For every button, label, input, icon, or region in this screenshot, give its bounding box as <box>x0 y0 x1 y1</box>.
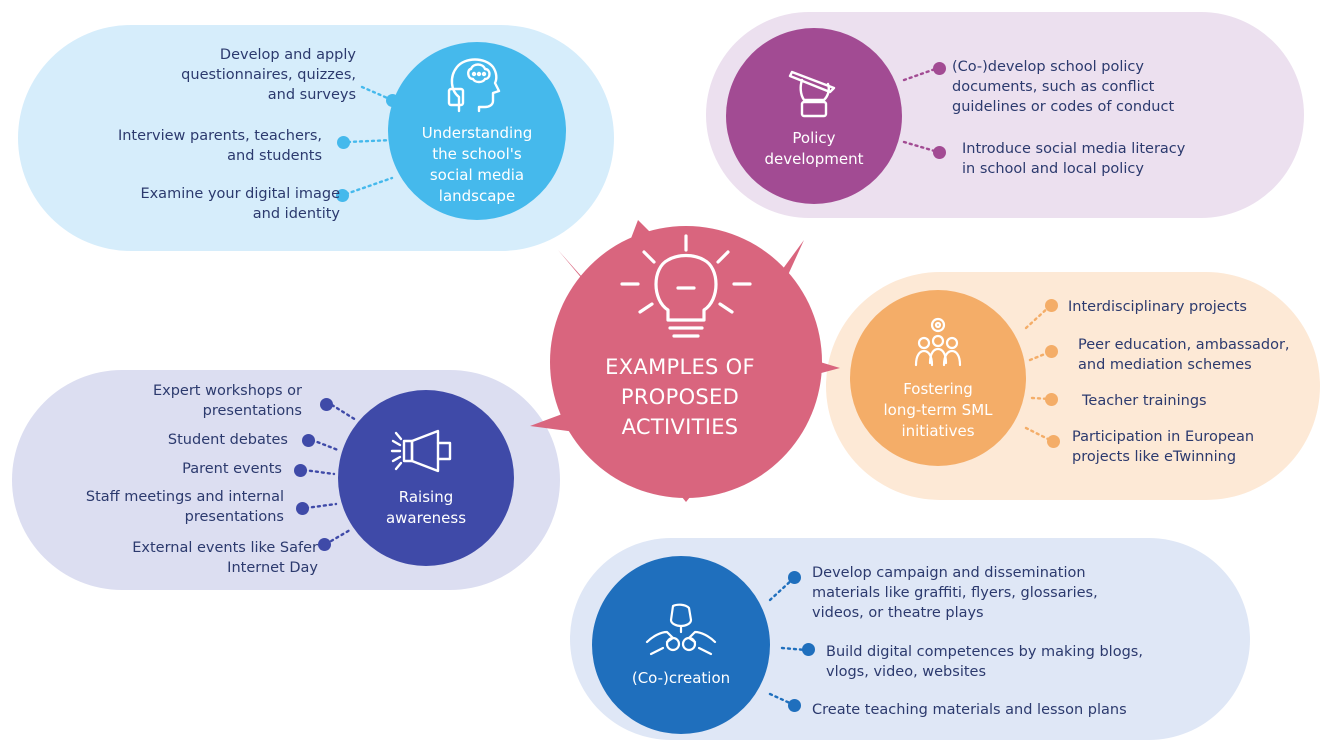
policy-dot-2 <box>933 146 946 159</box>
policy-circle: Policy development <box>726 28 902 204</box>
fostering-dot-3 <box>1045 393 1058 406</box>
understanding-item-2: Interview parents, teachers, and student… <box>117 128 322 164</box>
cocreation-dot-3 <box>788 699 801 712</box>
cocreation-title: (Co-)creation <box>631 668 731 687</box>
raising-dot-3 <box>294 464 307 477</box>
cocreation-item-2: Build digital competences by making blog… <box>826 644 1143 680</box>
raising-dot-5 <box>318 538 331 551</box>
policy-title: Policy development <box>764 129 864 168</box>
fostering-item-1: Interdisciplinary projects <box>1068 299 1247 315</box>
raising-dot-2 <box>302 434 315 447</box>
fostering-dot-2 <box>1045 345 1058 358</box>
fostering-dot-1 <box>1045 299 1058 312</box>
fostering-dot-4 <box>1047 435 1060 448</box>
raising-item-5: External events like Safer Internet Day <box>132 540 318 576</box>
fist-pen-icon <box>788 70 836 118</box>
understanding-dot-2 <box>337 136 350 149</box>
understanding-item-1: Develop and apply questionnaires, quizze… <box>181 47 356 103</box>
fostering-item-4: Participation in European projects like … <box>1072 429 1255 465</box>
raising-title: Raising awareness <box>385 488 467 527</box>
cocreation-item-3: Create teaching materials and lesson pla… <box>812 702 1127 718</box>
understanding-title: Understanding the school's social media … <box>421 124 533 205</box>
cocreation-circle: (Co-)creation <box>592 556 770 734</box>
policy-dot-1 <box>933 62 946 75</box>
raising-item-2: Student debates <box>167 432 288 448</box>
raising-dot-4 <box>296 502 309 515</box>
thinking-head-icon <box>447 58 501 113</box>
understanding-item-3: Examine your digital image and identity <box>140 186 340 222</box>
raising-item-3: Parent events <box>182 461 282 477</box>
lightbulb-icon <box>620 234 752 338</box>
fostering-title: Fostering long-term SML initiatives <box>883 379 993 440</box>
cocreation-item-1: Develop campaign and dissemination mater… <box>812 565 1098 621</box>
raising-item-4: Staff meetings and internal presentation… <box>85 489 284 525</box>
fostering-item-2: Peer education, ambassador, and mediatio… <box>1078 337 1290 373</box>
cocreation-dot-2 <box>802 643 815 656</box>
policy-item-1: (Co-)develop school policy documents, su… <box>952 59 1175 115</box>
cocreation-dot-1 <box>788 571 801 584</box>
raising-dot-1 <box>320 398 333 411</box>
understanding-dot-1 <box>386 94 399 107</box>
policy-item-2: Introduce social media literacy in schoo… <box>962 141 1186 177</box>
understanding-dot-3 <box>336 189 349 202</box>
people-gear-icon <box>914 317 962 366</box>
hands-icon <box>645 603 717 655</box>
fostering-item-3: Teacher trainings <box>1082 393 1207 409</box>
fostering-circle: Fostering long-term SML initiatives <box>850 290 1026 466</box>
raising-item-1: Expert workshops or presentations <box>152 383 302 419</box>
center-hub <box>530 220 840 502</box>
raising-circle: Raising awareness <box>338 390 514 566</box>
megaphone-icon <box>390 429 452 473</box>
understanding-circle: Understanding the school's social media … <box>388 42 566 220</box>
center-title: EXAMPLES OF PROPOSED ACTIVITIES <box>605 355 755 439</box>
